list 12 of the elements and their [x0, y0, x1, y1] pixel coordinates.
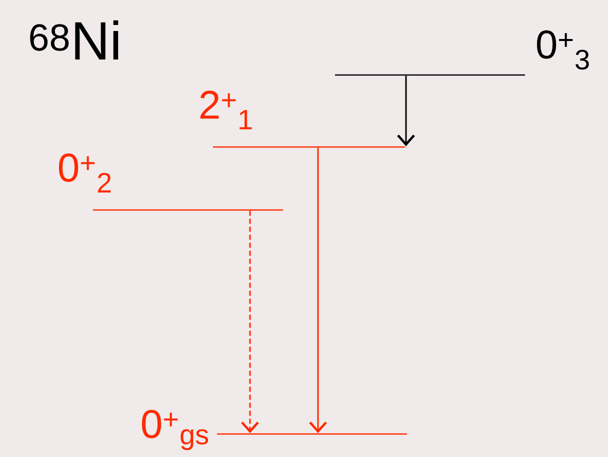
energy-level: 0$^{+}$3 [335, 30, 589, 76]
node-label: 2$^{+}$1 [200, 90, 252, 130]
node-label: 0$^{+}$2 [58, 154, 111, 192]
energy-level: 0$^{+}$$_{gs}$ [142, 410, 407, 450]
node-label: 0$^{+}$$_{gs}$ [142, 410, 208, 450]
transition-arrow [397, 76, 415, 146]
transition-arrow [241, 210, 259, 434]
transition-arrow [309, 148, 327, 434]
title: $^{68}$Ni [30, 20, 118, 60]
energy-level: 0$^{+}$2 [59, 154, 283, 211]
energy-level: 2$^{+}$1 [200, 90, 405, 148]
node-label: 0$^{+}$3 [536, 30, 589, 70]
